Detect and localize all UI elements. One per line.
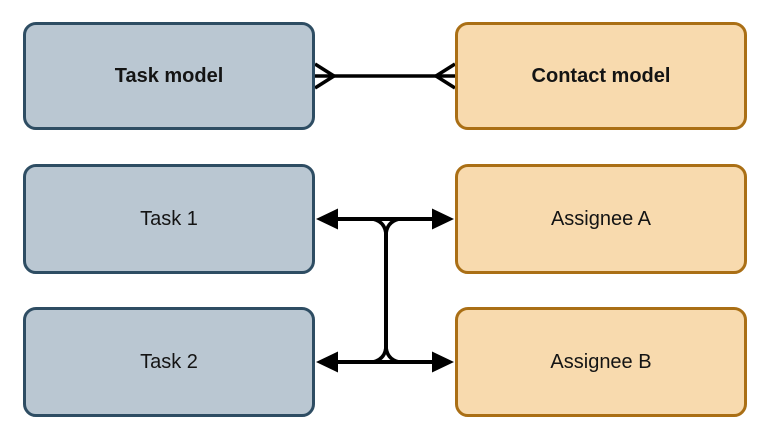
arrowhead-left-icon <box>316 208 338 230</box>
node-assignee-a: Assignee A <box>455 164 747 274</box>
connector-task1-assigneeA <box>316 208 454 230</box>
arrowhead-right-icon <box>432 208 454 230</box>
node-assignee-b-label: Assignee B <box>550 350 652 373</box>
node-task-1: Task 1 <box>23 164 315 274</box>
arrowhead-left-icon <box>316 351 338 373</box>
node-contact-model: Contact model <box>455 22 747 130</box>
crow-foot-left-icon <box>314 62 335 90</box>
node-assignee-b: Assignee B <box>455 307 747 417</box>
connector-cross-join <box>372 217 400 364</box>
node-task-model: Task model <box>23 22 315 130</box>
connector-task2-assigneeB <box>316 351 454 373</box>
node-task-model-label: Task model <box>114 64 224 87</box>
crow-foot-right-icon <box>435 62 456 90</box>
node-assignee-a-label: Assignee A <box>550 207 652 230</box>
node-task-2-label: Task 2 <box>140 350 198 373</box>
node-task-2: Task 2 <box>23 307 315 417</box>
arrowhead-right-icon <box>432 351 454 373</box>
node-contact-model-label: Contact model <box>531 64 671 87</box>
node-task-1-label: Task 1 <box>140 207 198 230</box>
connector-many-to-many <box>314 62 456 90</box>
